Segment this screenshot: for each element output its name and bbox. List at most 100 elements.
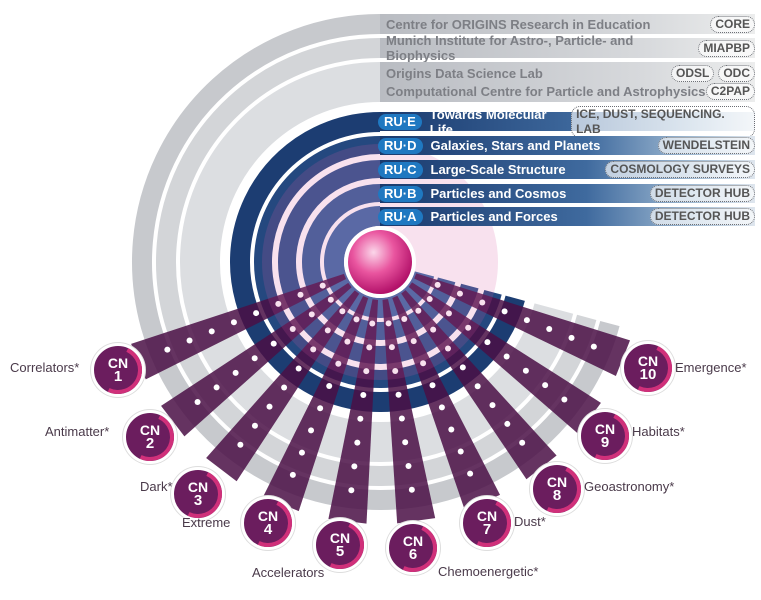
spoke-dot: [275, 300, 282, 307]
spoke-dot: [327, 296, 334, 303]
spoke-dot: [388, 344, 395, 351]
spoke-dot: [474, 383, 481, 390]
spoke-dot: [281, 384, 288, 391]
spoke-dot: [230, 319, 237, 326]
spoke-dot: [445, 310, 452, 317]
spoke-dot: [208, 328, 215, 335]
spoke-dot: [405, 463, 412, 470]
spoke-dot: [546, 325, 553, 332]
ru-code: RU·C: [378, 161, 423, 178]
spoke-dot: [253, 310, 260, 317]
cn-prefix: CN: [139, 422, 161, 438]
spoke-dot: [186, 337, 193, 344]
gray-bar-miapbp: Munich Institute for Astro-, Particle- a…: [380, 33, 755, 63]
spoke-dot: [353, 316, 360, 323]
cn-label-6: Chemoenergetic*: [438, 564, 539, 579]
cn-prefix: CN: [329, 530, 351, 546]
ru-code: RU·E: [378, 113, 422, 130]
cn-prefix: CN: [257, 508, 279, 524]
spoke-dot: [308, 311, 315, 318]
spoke-dot: [542, 382, 549, 389]
spoke-dot: [456, 290, 463, 297]
spoke-cn5: [328, 299, 379, 524]
spoke-cn4: [263, 296, 369, 512]
spoke-dot: [326, 383, 333, 390]
ru-facility-tag: WENDELSTEIN: [657, 137, 755, 154]
spoke-dot: [459, 364, 466, 371]
spoke-dot: [360, 391, 367, 398]
spoke-dot: [426, 296, 433, 303]
tag-odsl: ODSL: [670, 64, 715, 82]
spoke-dot: [430, 326, 437, 333]
spoke-dot: [251, 355, 258, 362]
cn-label-1: Correlators*: [10, 360, 80, 375]
cn-label-3: Dark*: [140, 479, 173, 494]
spoke-dot: [402, 439, 409, 446]
cn-label-8: Geoastronomy*: [584, 479, 675, 494]
spoke-dot: [395, 391, 402, 398]
ru-title: Particles and Forces: [430, 209, 558, 224]
ru-title: Particles and Cosmos: [430, 186, 567, 201]
spoke-dot: [237, 441, 244, 448]
spoke-dot: [420, 360, 427, 367]
spoke-cn6: [382, 299, 436, 524]
spoke-dot: [319, 282, 326, 289]
spoke-cn1: [131, 273, 347, 380]
spoke-dot: [335, 360, 342, 367]
cn-prefix: CN: [476, 508, 498, 524]
spoke-dot: [415, 307, 422, 314]
spoke-dot: [392, 367, 399, 374]
spoke-dot: [363, 368, 370, 375]
spoke-cn7: [392, 295, 501, 510]
ru-code: RU·A: [378, 208, 423, 225]
spoke-dot: [308, 427, 315, 434]
spoke-dot: [310, 346, 317, 353]
ru-title: Towards Molecular Life: [429, 106, 547, 137]
spoke-dot: [504, 420, 511, 427]
spoke-dot: [568, 334, 575, 341]
spoke-dot: [270, 340, 277, 347]
cn-number: 1: [113, 368, 123, 385]
bar-text: Origins Data Science Lab: [386, 65, 543, 81]
cn-label-2: Antimatter*: [45, 424, 110, 439]
spoke-dot: [561, 396, 568, 403]
gray-bar-core: Centre for ORIGINS Research in Education…: [380, 14, 755, 34]
bar-text: Munich Institute for Astro-, Particle- a…: [386, 33, 634, 63]
spoke-dot: [503, 353, 510, 360]
spoke-dot: [339, 308, 346, 315]
spoke-dot: [438, 404, 445, 411]
spoke-dot: [297, 291, 304, 298]
spoke-dot: [351, 463, 358, 470]
spoke-dot: [408, 486, 415, 493]
tag-core: CORE: [710, 15, 755, 33]
ru-facility-tag: DETECTOR HUB: [649, 185, 755, 202]
spoke-dot: [366, 344, 373, 351]
spoke-dot: [251, 422, 258, 429]
cn-prefix: CN: [402, 533, 424, 549]
cn-prefix: CN: [187, 479, 209, 495]
cn-prefix: CN: [594, 421, 616, 437]
ru-facility-tag: COSMOLOGY SURVEYS: [605, 161, 755, 178]
cn-prefix: CN: [637, 353, 659, 369]
spoke-dot: [590, 343, 597, 350]
bar-text: Computational Centre for Particle and As…: [386, 83, 706, 99]
spoke-dot: [354, 439, 361, 446]
cn-label-7: Dust*: [514, 514, 546, 529]
spoke-dot: [465, 324, 472, 331]
cn-label-4: Extreme: [182, 515, 231, 530]
spoke-dot: [401, 316, 408, 323]
cn-number: 4: [263, 521, 273, 538]
tag-miapbp: MIAPBP: [698, 39, 755, 57]
cn-number: 7: [482, 521, 492, 538]
